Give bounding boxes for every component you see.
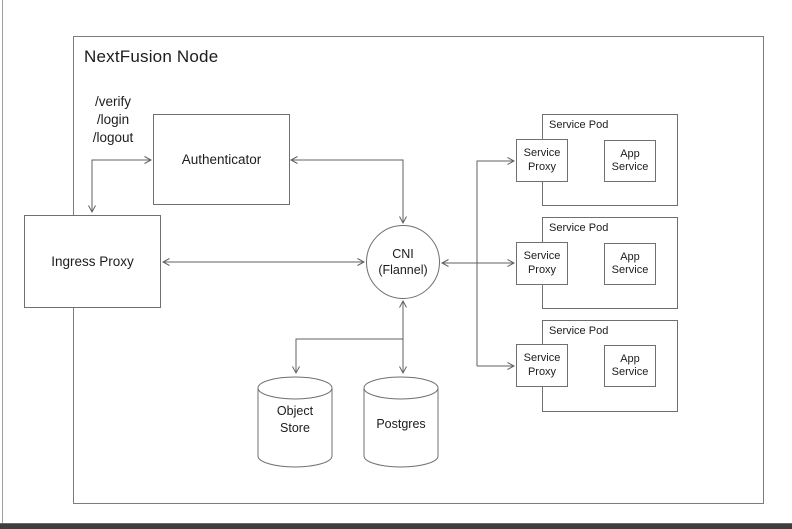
cni-node: CNI (Flannel) [366,225,440,299]
app-service-node-3: App Service [604,345,656,387]
service-proxy-node-1: Service Proxy [516,139,568,182]
connector-cni-pod1 [476,157,516,366]
postgres-label: Postgres [376,417,426,431]
service-proxy-node-3: Service Proxy [516,344,568,387]
service-proxy-3-label: Service Proxy [523,352,561,378]
connector-cni-objectstore [292,338,403,375]
cni-label: CNI (Flannel) [378,247,428,277]
app-service-node-1: App Service [604,140,656,182]
service-pod-3-label: Service Pod [549,325,609,337]
service-proxy-1-label: Service Proxy [523,147,561,173]
app-service-3-label: App Service [611,352,649,379]
object-store-cylinder [257,376,333,468]
object-store-label: Object Store [276,404,314,435]
service-pod-1-label: Service Pod [549,119,609,131]
service-pod-2-label: Service Pod [549,222,609,234]
service-proxy-2-label: Service Proxy [523,250,561,276]
window-left-border [2,0,3,524]
authenticator-label: Authenticator [181,152,262,167]
route-labels: /verify /login /logout [92,94,134,145]
window-bottom-bar [0,523,792,529]
service-proxy-node-2: Service Proxy [516,242,568,285]
connector-authenticator-cni [289,156,407,225]
connector-ingress-authenticator [88,156,153,214]
app-service-1-label: App Service [611,147,649,174]
diagram-title: NextFusion Node [84,47,219,66]
app-service-2-label: App Service [611,250,649,277]
authenticator-node: Authenticator [153,114,290,205]
ingress-proxy-node: Ingress Proxy [24,215,161,308]
ingress-proxy-label: Ingress Proxy [51,254,134,269]
app-service-node-2: App Service [604,243,656,285]
postgres-cylinder [363,376,439,468]
